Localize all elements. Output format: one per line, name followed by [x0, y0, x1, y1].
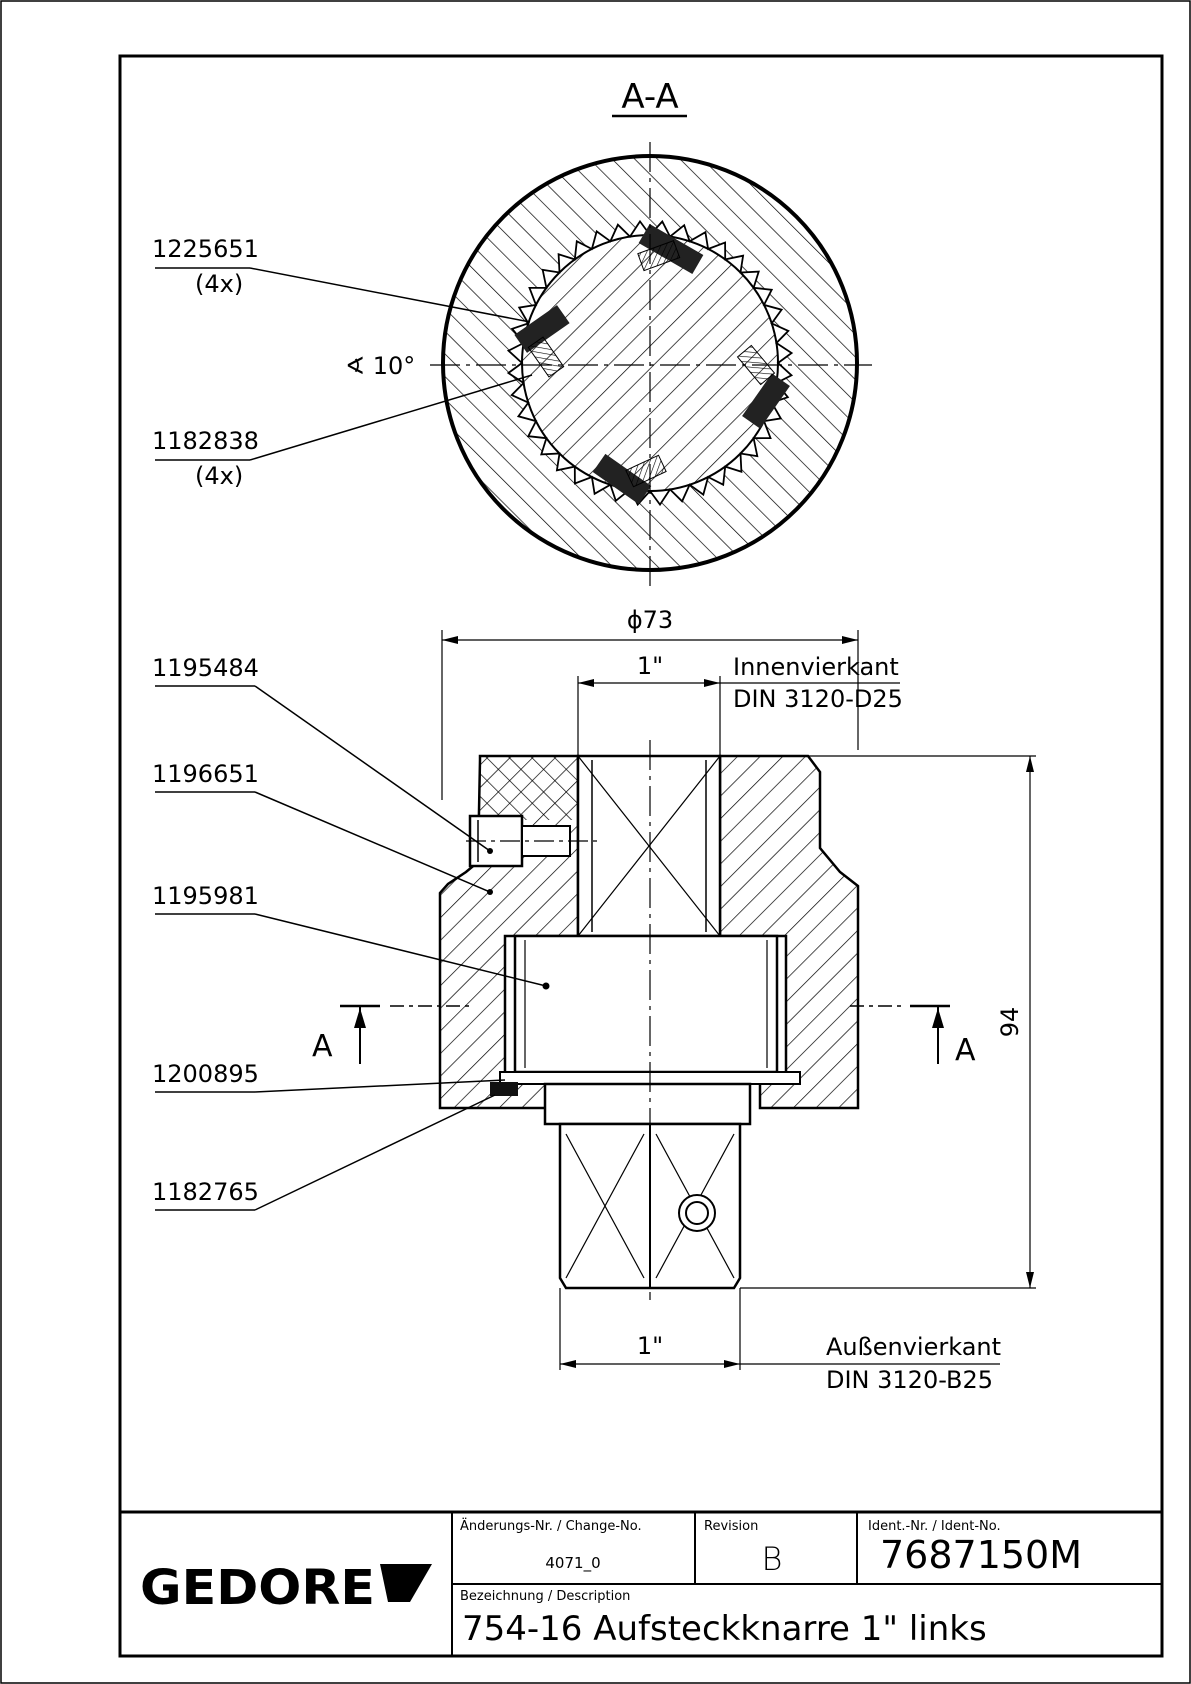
callouts-side: 1195484 1196651 1195981 1200895 1182765 — [152, 654, 550, 1211]
revision-label: Revision — [704, 1519, 758, 1534]
ident-no-value: 7687150M — [880, 1533, 1082, 1577]
callout-1182838: 1182838 — [152, 427, 259, 455]
section-view — [430, 142, 872, 590]
gedore-logo: GEDORE — [140, 1560, 375, 1616]
description-label: Bezeichnung / Description — [460, 1589, 630, 1604]
drawing-frame — [118, 54, 1164, 1658]
angle-label: ∢ 10° — [345, 352, 415, 380]
callout-1182765: 1182765 — [152, 1178, 259, 1206]
pawl-bottom — [592, 453, 667, 505]
change-no-value: 4071_0 — [545, 1554, 600, 1573]
description-value: 754-16 Aufsteckknarre 1" links — [462, 1609, 987, 1649]
callout-1225651: 1225651 — [152, 235, 259, 263]
side-view — [438, 740, 860, 1300]
retaining-ring — [490, 1082, 518, 1096]
callout-1182838-qty: (4x) — [195, 462, 243, 490]
pawl-left — [514, 305, 570, 378]
note-inner-square-name: Innenvierkant — [733, 653, 899, 681]
section-cut-left — [340, 1004, 470, 1064]
callout-1196651: 1196651 — [152, 760, 259, 788]
dim-outer-diameter-label: ϕ73 — [627, 606, 673, 634]
change-no-label: Änderungs-Nr. / Change-No. — [460, 1518, 642, 1534]
dim-inner-square — [577, 676, 900, 756]
section-marker-left: A — [312, 1029, 333, 1064]
logo: GEDORE — [140, 1560, 432, 1616]
logo-mark-icon — [380, 1564, 432, 1602]
note-outer-square-name: Außenvierkant — [826, 1333, 1001, 1361]
callout-1200895: 1200895 — [152, 1060, 259, 1088]
dim-outer-diameter — [441, 630, 859, 800]
callout-1195484: 1195484 — [152, 654, 259, 682]
bottom-collar — [543, 1082, 752, 1126]
note-inner-square-std: DIN 3120-D25 — [733, 685, 903, 713]
callout-1225651-qty: (4x) — [195, 270, 243, 298]
leader-line — [249, 374, 533, 461]
title-block — [120, 1510, 1162, 1656]
section-title: A-A — [621, 77, 678, 117]
dim-outer-square-label: 1" — [637, 1332, 663, 1360]
dim-outer-square — [559, 1288, 1000, 1370]
dim-inner-square-label: 1" — [637, 652, 663, 680]
note-outer-square-std: DIN 3120-B25 — [826, 1366, 993, 1394]
ident-no-label: Ident.-Nr. / Ident-No. — [868, 1519, 1001, 1534]
pawl-top — [637, 223, 704, 275]
dim-height-label: 94 — [996, 1007, 1024, 1038]
revision-value: B — [762, 1540, 783, 1578]
body-right-section — [718, 754, 860, 1110]
ratchet-wheel — [513, 934, 779, 1074]
section-marker-right: A — [955, 1033, 976, 1068]
callout-1195981: 1195981 — [152, 882, 259, 910]
dim-height — [740, 755, 1036, 1289]
leader-line — [249, 267, 531, 323]
section-cut-right — [850, 1004, 950, 1064]
